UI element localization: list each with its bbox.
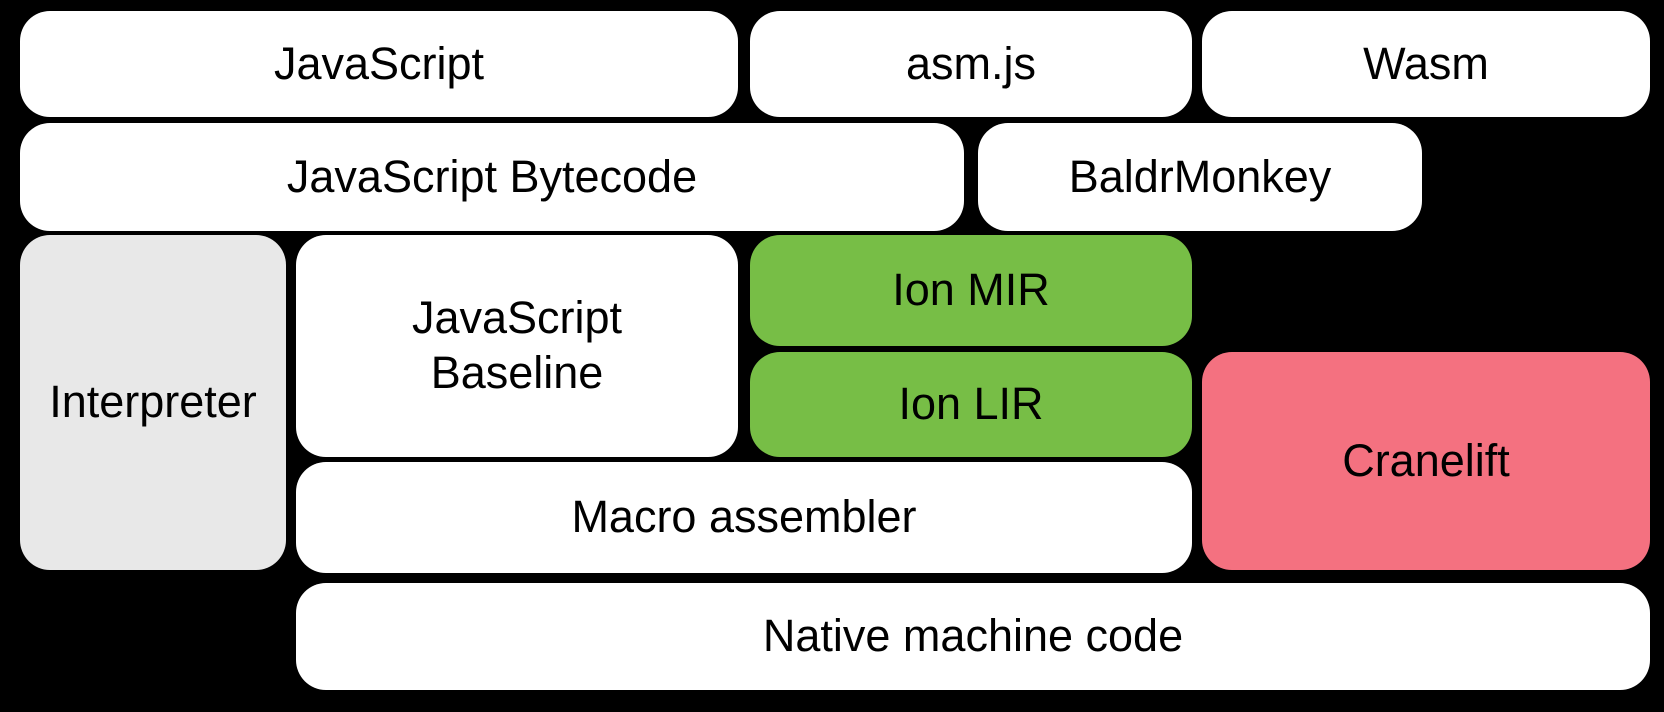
block-ion-lir: Ion LIR [750,352,1192,457]
block-interpreter: Interpreter [20,235,286,570]
block-macro-assembler: Macro assembler [296,462,1192,573]
block-cranelift-label: Cranelift [1342,434,1510,486]
block-baldrmonkey: BaldrMonkey [978,123,1422,231]
block-javascript-baseline: JavaScript Baseline [296,235,738,457]
block-ion-mir-label: Ion MIR [892,264,1050,316]
block-native-machine-code: Native machine code [296,583,1650,690]
block-javascript-bytecode-label: JavaScript Bytecode [286,150,698,202]
block-asm-js: asm.js [750,11,1192,117]
block-javascript-label: JavaScript [273,37,485,89]
block-wasm: Wasm [1202,11,1650,117]
block-native-machine-code-label: Native machine code [762,610,1184,662]
block-asm-js-label: asm.js [905,37,1036,89]
block-javascript-bytecode: JavaScript Bytecode [20,123,964,231]
block-ion-lir-label: Ion LIR [898,378,1044,430]
block-interpreter-label: Interpreter [49,376,257,428]
block-javascript: JavaScript [20,11,738,117]
block-ion-mir: Ion MIR [750,235,1192,346]
block-macro-assembler-label: Macro assembler [571,491,917,543]
block-baldrmonkey-label: BaldrMonkey [1068,150,1332,202]
block-javascript-baseline-label: JavaScript Baseline [411,292,623,398]
block-wasm-label: Wasm [1363,37,1489,89]
block-cranelift: Cranelift [1202,352,1650,570]
